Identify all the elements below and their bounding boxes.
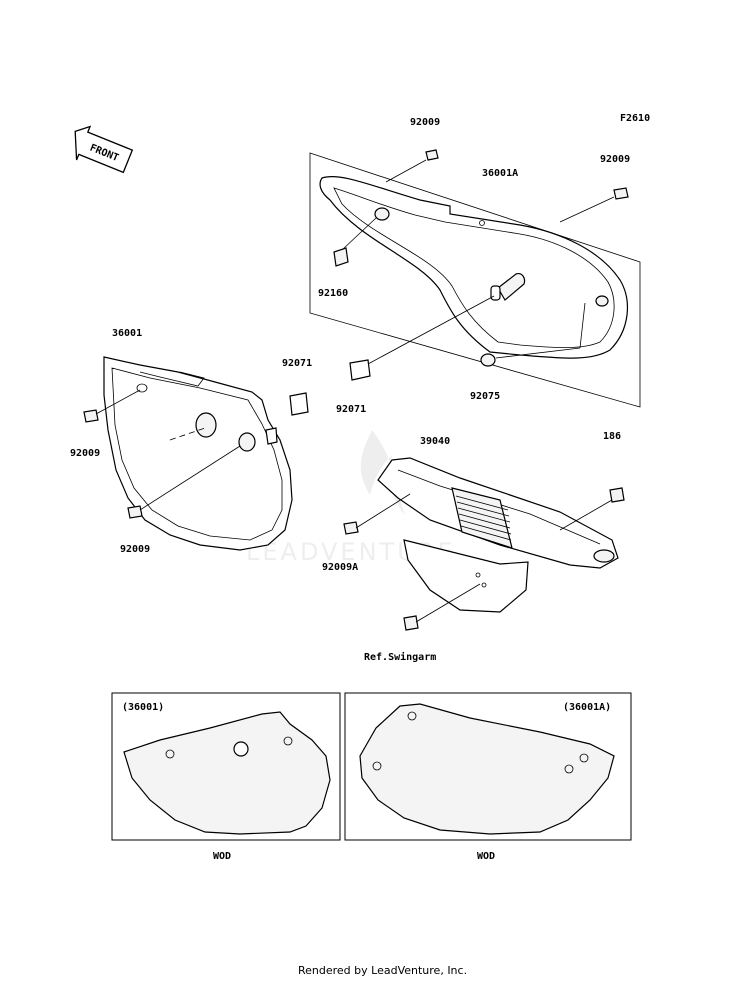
- callout-bolt-left-lower: 92009: [120, 544, 150, 555]
- panel-left-code: (36001): [122, 702, 164, 713]
- callout-grommet-92160: 92160: [318, 288, 348, 299]
- callout-cover-left: 36001: [112, 328, 142, 339]
- panel-right-code: (36001A): [563, 702, 611, 713]
- diagram-code: F2610: [620, 113, 650, 124]
- callout-bolt-186: 186: [603, 431, 621, 442]
- cover-36001a-assembly: [309, 149, 641, 408]
- footer-credit: Rendered by LeadVenture, Inc.: [298, 964, 467, 977]
- callout-grommet-92075: 92075: [470, 391, 500, 402]
- panel-right-caption: WOD: [477, 851, 495, 862]
- panel-36001a: (36001A) WOD: [344, 692, 632, 862]
- front-arrow-icon: FRONT: [74, 125, 134, 174]
- callout-bolt-left-upper: 92009: [70, 448, 100, 459]
- callout-cover-right: 36001A: [482, 168, 518, 179]
- callout-guard: 39040: [420, 436, 450, 447]
- callout-bolt-top: 92009: [410, 117, 440, 128]
- guard-39040-assembly: [343, 457, 625, 631]
- cover-36001-assembly: [83, 356, 309, 551]
- panel-36001: (36001) WOD: [111, 692, 341, 862]
- callout-damper-center: 92071: [336, 404, 366, 415]
- callout-damper-left: 92071: [282, 358, 312, 369]
- callout-bolt-right: 92009: [600, 154, 630, 165]
- callout-ref-swingarm: Ref.Swingarm: [364, 651, 436, 663]
- callout-bolt-guard: 92009A: [322, 562, 358, 573]
- panel-left-caption: WOD: [213, 851, 231, 862]
